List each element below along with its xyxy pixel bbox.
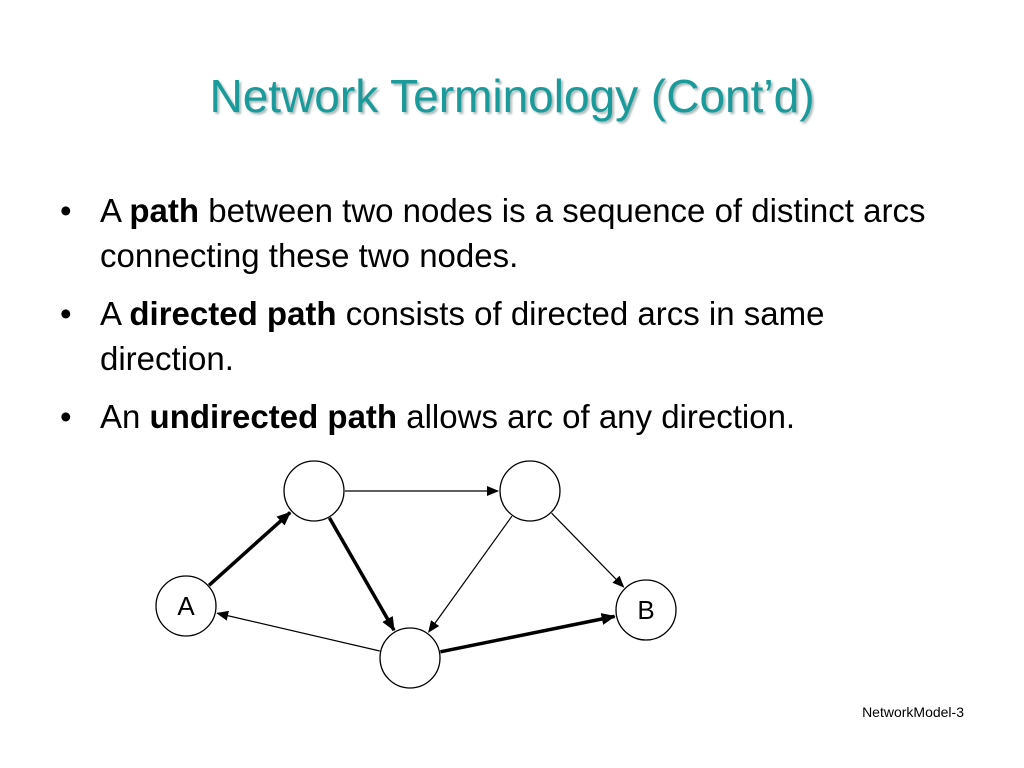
node-circle (615, 579, 677, 641)
bullet-text-after: between two nodes is a sequence of disti… (100, 192, 926, 274)
arc-n2-to-B (551, 512, 625, 588)
node-n2 (499, 460, 561, 522)
node-circle (499, 460, 561, 522)
bullet-text-after: consists of directed arcs in same direct… (100, 295, 825, 377)
bullet-term: directed path (129, 295, 337, 332)
slide-footer: NetworkModel-3 (862, 704, 964, 720)
bullet-text-before: An (100, 398, 141, 435)
bullet-item: • An undirected path allows arc of any d… (58, 394, 958, 439)
bullet-text-before: A (100, 295, 121, 332)
bullet-dot: • (60, 398, 72, 435)
bullet-item: • A path between two nodes is a sequence… (58, 188, 958, 278)
bullet-text-before: A (100, 192, 121, 229)
bullet-item: • A directed path consists of directed a… (58, 291, 958, 381)
node-label: B (637, 595, 654, 625)
bullet-dot: • (60, 295, 72, 332)
arc-n2-to-n3 (428, 515, 513, 633)
arc-n1-to-n3-path (327, 517, 396, 632)
arc-n3-to-A (216, 610, 380, 652)
node-label: A (177, 591, 195, 621)
node-circle (379, 627, 441, 689)
arc-A-to-n1-path (207, 511, 292, 587)
node-B: B (615, 579, 677, 641)
node-A: A (155, 575, 217, 637)
bullet-text-after: allows arc of any direction. (406, 398, 796, 435)
bullet-list: • A path between two nodes is a sequence… (58, 188, 958, 452)
node-n1 (283, 460, 345, 522)
bullet-dot: • (60, 192, 72, 229)
arc-n3-to-B-path (440, 613, 616, 654)
bullet-term: undirected path (149, 398, 398, 435)
node-circle (155, 575, 217, 637)
bullet-term: path (129, 192, 200, 229)
node-n3 (379, 627, 441, 689)
node-circle (283, 460, 345, 522)
slide-title: Network Terminology (Cont’d) (209, 70, 815, 122)
